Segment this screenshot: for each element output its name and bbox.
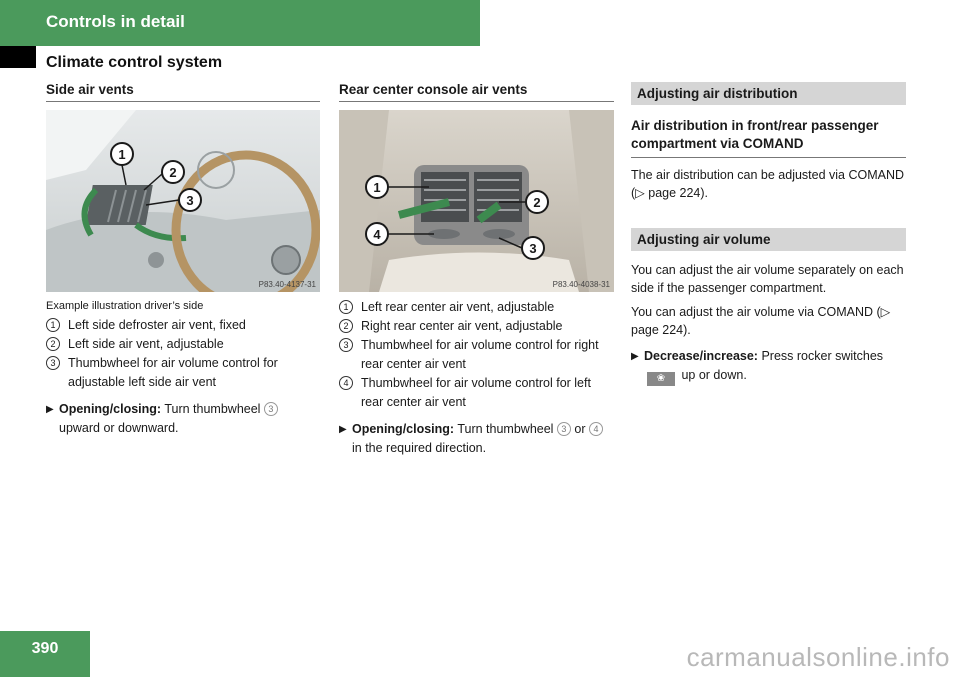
column-side-air-vents: Side air vents	[46, 82, 320, 438]
action-label: Opening/closing:	[59, 402, 162, 416]
action-step: ▶ Decrease/increase: Press rocker switch…	[631, 347, 906, 386]
arrow-right-icon: ▶	[46, 404, 54, 415]
legend-text: Right rear center air vent, adjustable	[361, 319, 563, 333]
figure-caption: Example illustration driver’s side	[46, 300, 204, 312]
rocker-switch-icon: ❀	[647, 372, 675, 386]
subsection-title: Climate control system	[46, 54, 223, 71]
legend-item: 4 Thumbwheel for air volume control for …	[339, 374, 614, 412]
callout-ref: 3	[263, 402, 278, 416]
legend-text: Left rear center air vent, adjustable	[361, 300, 555, 314]
callout-number: 2	[46, 337, 60, 351]
figure-code: P83.40-4038-31	[552, 280, 610, 289]
figure-callout: 4	[373, 227, 381, 242]
legend-item: 3 Thumbwheel for air volume control for …	[339, 336, 614, 374]
column-rear-vents: Rear center console air vents	[339, 82, 614, 458]
callout-number: 4	[339, 376, 353, 390]
callout-ref: 3	[556, 422, 571, 436]
air-volume-bar: Adjusting air volume	[631, 228, 906, 251]
rear-vents-heading: Rear center console air vents	[339, 82, 614, 102]
side-air-vents-heading: Side air vents	[46, 82, 320, 102]
side-air-vents-figure: 1 2 3 P83.40-4137-31	[46, 110, 320, 292]
action-label: Decrease/increase:	[644, 349, 758, 363]
figure-callout: 3	[186, 193, 193, 208]
arrow-right-icon: ▶	[339, 424, 347, 435]
air-distribution-subheading: Air distribution in front/rear passenger…	[631, 117, 906, 158]
legend-text: Thumbwheel for air volume control for le…	[361, 376, 591, 409]
action-step: ▶ Opening/closing: Turn thumbwheel 3 upw…	[46, 400, 320, 438]
legend-text: Left side air vent, adjustable	[68, 337, 224, 351]
legend-item: 1 Left rear center air vent, adjustable	[339, 298, 614, 317]
legend-item: 2 Right rear center air vent, adjustable	[339, 317, 614, 336]
action-step: ▶ Opening/closing: Turn thumbwheel 3 or …	[339, 420, 614, 458]
air-distribution-bar: Adjusting air distribution	[631, 82, 906, 105]
callout-number: 1	[46, 318, 60, 332]
callout-number: 3	[339, 338, 353, 352]
legend-item: 2 Left side air vent, adjustable	[46, 335, 320, 354]
header-band	[0, 0, 480, 46]
figure-callout: 3	[529, 241, 536, 256]
figure-callout: 1	[118, 147, 125, 162]
legend-text: Thumbwheel for air volume control for ri…	[361, 338, 599, 371]
figure-callout: 1	[373, 180, 380, 195]
section-title: Controls in detail	[46, 12, 185, 31]
legend-item: 3 Thumbwheel for air volume control for …	[46, 354, 320, 392]
action-text: Turn thumbwheel	[161, 402, 264, 416]
column-air-adjustment: Adjusting air distribution Air distribut…	[631, 82, 906, 386]
action-text: in the required direction.	[352, 441, 487, 455]
action-text: Turn thumbwheel	[454, 422, 557, 436]
action-text: up or down.	[678, 368, 747, 382]
figure-callout: 2	[169, 165, 176, 180]
action-text: or	[570, 422, 589, 436]
header-tab-marker	[0, 46, 36, 68]
callout-number: 3	[46, 356, 60, 370]
action-text: Press rocker switches	[757, 349, 884, 363]
legend-text: Thumbwheel for air volume control for ad…	[68, 356, 278, 389]
callout-number: 1	[339, 300, 353, 314]
callout-number: 2	[339, 319, 353, 333]
action-label: Opening/closing:	[352, 422, 455, 436]
page-number-band	[0, 631, 90, 677]
rear-vents-figure: 1 2 3 4 P83.40-4038-31	[339, 110, 614, 292]
figure-code: P83.40-4137-31	[258, 280, 316, 289]
page-number: 390	[31, 640, 59, 657]
arrow-right-icon: ▶	[631, 351, 639, 362]
action-text: upward or downward.	[59, 421, 179, 435]
paragraph: You can adjust the air volume separately…	[631, 263, 904, 295]
paragraph: You can adjust the air volume via COMAND…	[631, 305, 891, 337]
callout-ref: 4	[589, 422, 603, 436]
figure-callout: 2	[533, 195, 540, 210]
legend-item: 1 Left side defroster air vent, fixed	[46, 316, 320, 335]
paragraph: The air distribution can be adjusted via…	[631, 168, 905, 200]
watermark: carmanualsonline.info	[686, 642, 950, 672]
legend-text: Left side defroster air vent, fixed	[68, 318, 246, 332]
